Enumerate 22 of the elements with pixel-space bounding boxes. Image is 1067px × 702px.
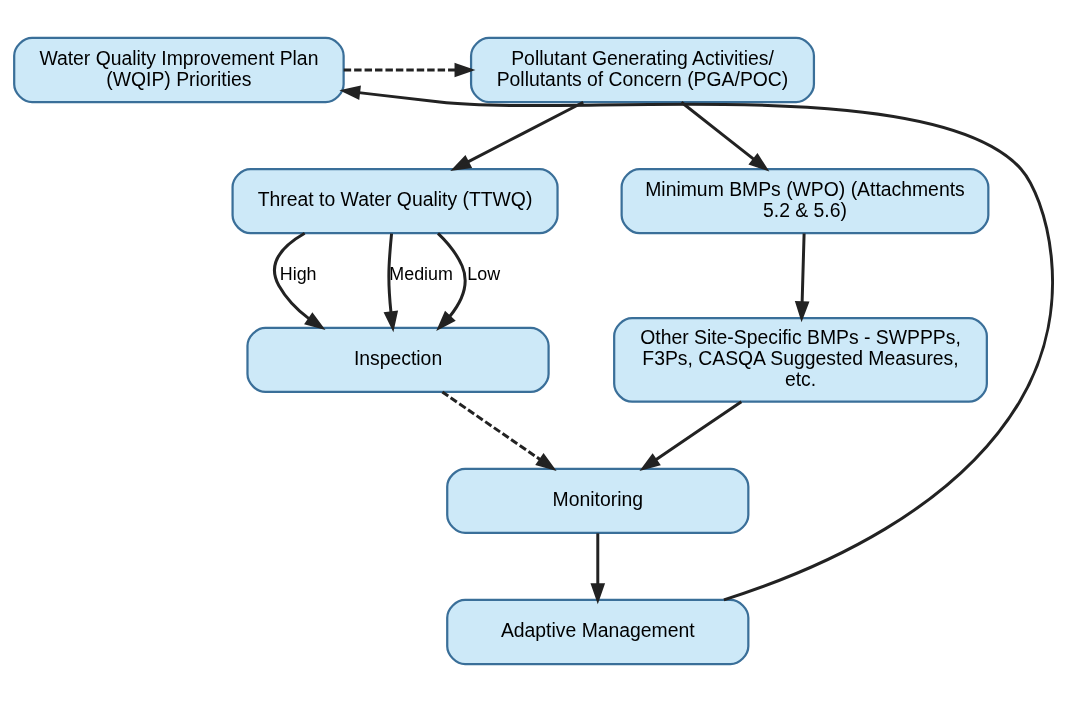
node-box: Water Quality Improvement Plan (WQIP) Priorities (13, 36, 345, 104)
arrow (450, 100, 584, 172)
arrow (639, 400, 743, 471)
arrow (339, 85, 1054, 602)
edge-label: Medium (389, 264, 453, 285)
arrow (343, 62, 476, 78)
node-box: Adaptive Management (446, 598, 750, 666)
node-box: Minimum BMPs (WPO) (Attachments 5.2 & 5.6) (620, 168, 990, 235)
edge-label: Low (467, 264, 501, 285)
node-box: Other Site-Specific BMPs - SWPPPs, F3Ps, CASQA Suggested Measures, etc. (613, 317, 988, 403)
arrow (436, 232, 467, 332)
arrow (273, 232, 326, 331)
arrow (441, 390, 557, 471)
arrow (383, 233, 399, 333)
arrow (590, 533, 606, 605)
node-box: Pollutant Generating Activities/ Pollutants of Concern (PGA/POC) (469, 36, 816, 104)
node-box: Inspection (246, 326, 550, 394)
arrow (794, 233, 810, 323)
edge-label: High (279, 264, 317, 285)
node-box: Monitoring (446, 467, 750, 534)
node-box: Threat to Water Quality (TTWQ) (231, 168, 559, 235)
arrow (680, 101, 770, 172)
